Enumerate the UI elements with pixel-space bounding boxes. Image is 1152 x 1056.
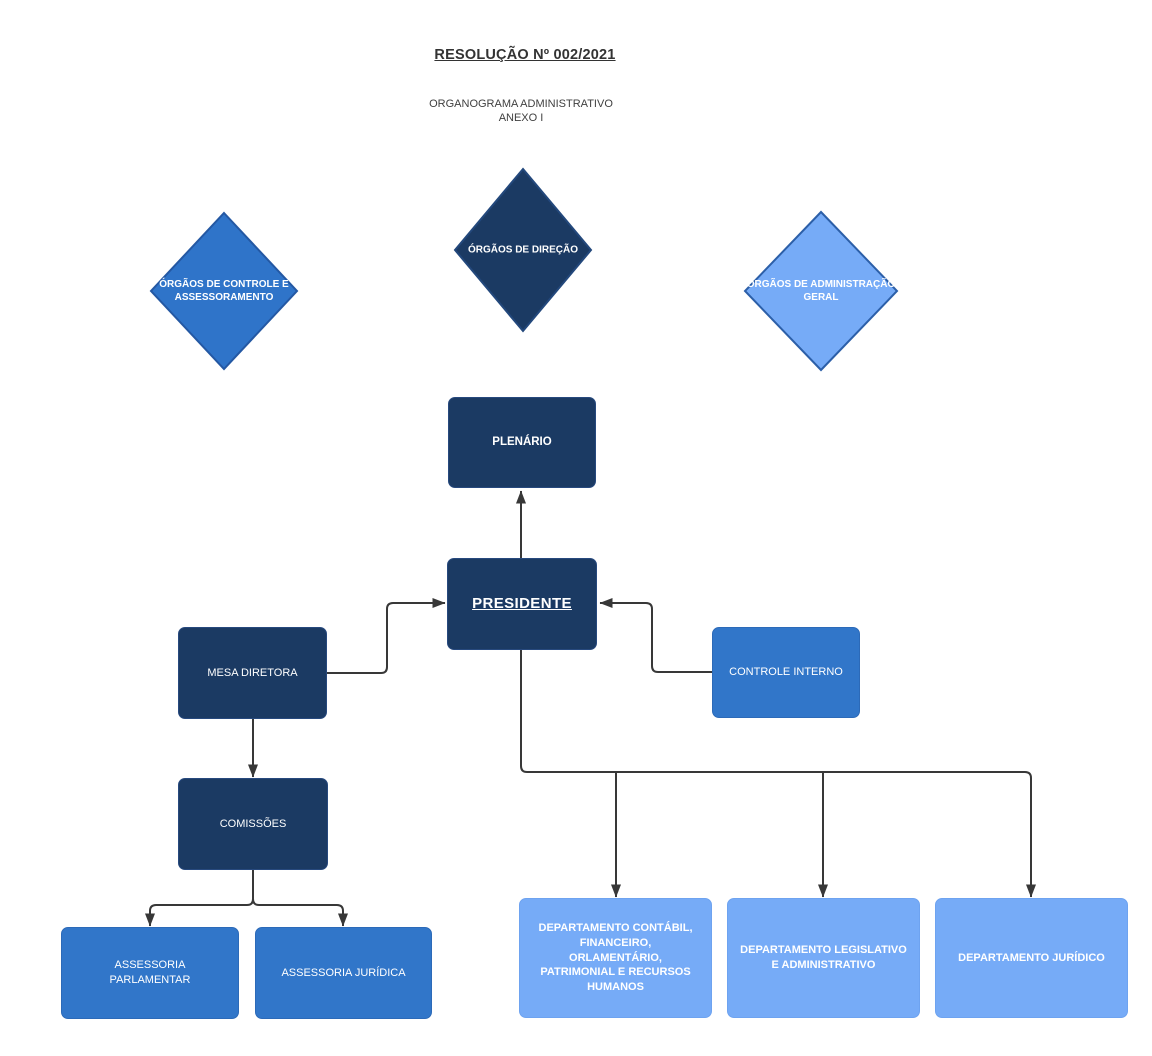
node-departamento-contabil: DEPARTAMENTO CONTÁBIL, FINANCEIRO, ORLAM… [519,898,712,1018]
node-label: COMISSÕES [219,817,287,830]
diamond-orgaos-de-direcao: ÓRGÃOS DE DIREÇÃO [453,167,593,333]
node-label: DEPARTAMENTO JURÍDICO [958,951,1105,964]
node-assessoria-juridica: ASSESSORIA JURÍDICA [255,927,432,1019]
node-departamento-juridico: DEPARTAMENTO JURÍDICO [935,898,1128,1018]
node-presidente: PRESIDENTE [447,558,597,650]
edge-comissoes-assessoria-juridica [252,870,348,927]
node-assessoria-parlamentar: ASSESSORIA PARLAMENTAR [61,927,239,1019]
node-label: PLENÁRIO [492,435,552,448]
diamond-label: ÓRGÃOS DE DIREÇÃO [467,244,578,256]
node-label: ASSESSORIA JURÍDICA [281,966,406,979]
diamond-label: ÓRGÃOS DE ADMINISTRAÇÃO GERAL [746,279,896,303]
edge-presidente-dep-juridico [520,650,1036,898]
edge-mesa-diretora-presidente [327,598,446,674]
node-label: CONTROLE INTERNO [729,666,843,679]
diamond-label: ÓRGÃOS DE CONTROLE E ASSESSORAMENTO [159,279,289,303]
diamond-shape [453,167,593,333]
node-label: DEPARTAMENTO LEGISLATIVO E ADMINISTRATIV… [740,944,907,971]
edge-controle-interno-presidente [599,598,712,673]
edge-comissoes-assessoria-parlamentar [145,870,254,927]
node-departamento-legislativo-administrativo: DEPARTAMENTO LEGISLATIVO E ADMINISTRATIV… [727,898,920,1018]
node-label: PRESIDENTE [472,594,572,612]
node-plenario: PLENÁRIO [448,397,596,488]
diamond-shape [743,210,899,372]
diamond-orgaos-de-administracao-geral: ÓRGÃOS DE ADMINISTRAÇÃO GERAL [743,210,899,372]
node-label: DEPARTAMENTO CONTÁBIL, FINANCEIRO, ORLAM… [538,921,693,994]
node-controle-interno: CONTROLE INTERNO [712,627,860,718]
diamond-orgaos-de-controle-e-assessoramento: ÓRGÃOS DE CONTROLE E ASSESSORAMENTO [149,211,299,371]
page-subtitle: ORGANOGRAMA ADMINISTRATIVO ANEXO I [429,98,613,124]
node-label: ASSESSORIA PARLAMENTAR [109,959,191,986]
page-title: RESOLUÇÃO Nº 002/2021 [434,47,616,63]
node-label: MESA DIRETORA [207,666,298,679]
node-comissoes: COMISSÕES [178,778,328,870]
node-mesa-diretora: MESA DIRETORA [178,627,327,719]
diamond-shape [149,211,299,371]
